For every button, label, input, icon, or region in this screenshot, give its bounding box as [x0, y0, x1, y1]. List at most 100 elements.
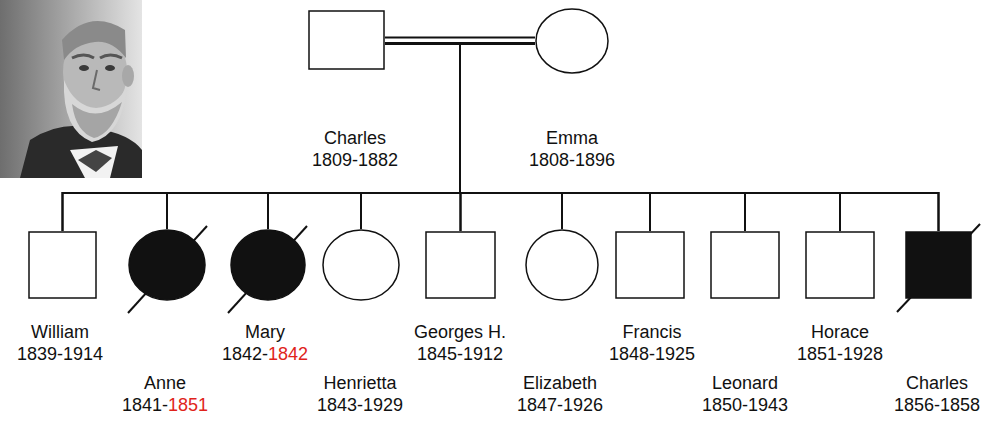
descent-line — [460, 44, 650, 232]
male-square: Horace1851-1928 — [805, 231, 875, 299]
shape-outline — [710, 231, 780, 299]
life-dates: 1851 — [168, 395, 208, 415]
deceased-slash — [128, 226, 207, 313]
male-square: Charles1856-1858 — [905, 231, 972, 299]
name-line: Anne — [122, 372, 208, 394]
life-dates: 1851-1928 — [797, 344, 883, 364]
life-dates: 1843-1929 — [317, 395, 403, 415]
dates-line: 1847-1926 — [517, 394, 603, 416]
dates-line: 1808-1896 — [529, 149, 615, 171]
person-label: Horace1851-1928 — [797, 321, 883, 365]
deceased-slash — [897, 224, 980, 312]
descent-line — [460, 44, 535, 232]
shape-outline — [805, 231, 875, 299]
life-dates: 1842 — [268, 344, 308, 364]
person-label: Anne1841-1851 — [122, 372, 208, 416]
male-square: Francis1848-1925 — [615, 231, 685, 299]
life-dates: 1842- — [222, 344, 268, 364]
person-name: Francis — [622, 322, 681, 342]
shape-outline — [425, 231, 496, 299]
dates-line: 1809-1882 — [312, 149, 398, 171]
descent-line — [460, 44, 745, 232]
dates-line: 1842-1842 — [222, 343, 308, 365]
person-label: Mary1842-1842 — [222, 321, 308, 365]
name-line: Charles — [312, 127, 398, 149]
unaffected-shape — [536, 9, 608, 73]
female-circle: Mary1842-1842 — [230, 229, 306, 301]
life-dates: 1847-1926 — [517, 395, 603, 415]
name-line: Emma — [529, 127, 615, 149]
person-name: Mary — [245, 322, 285, 342]
descent-line — [167, 44, 460, 230]
descent-line — [460, 44, 939, 232]
male-square: Leonard1850-1943 — [710, 231, 780, 299]
name-line: Francis — [609, 321, 695, 343]
life-dates: 1856-1858 — [894, 395, 980, 415]
person-name: Henrietta — [323, 373, 396, 393]
person-label: Georges H.1845-1912 — [414, 321, 506, 365]
descent-line — [460, 44, 840, 232]
shape-outline — [128, 229, 206, 301]
person-label: William1839-1914 — [17, 321, 103, 365]
unaffected-shape — [323, 230, 399, 300]
dates-line: 1841-1851 — [122, 394, 208, 416]
person-name: Anne — [144, 373, 186, 393]
person-name: Charles — [324, 128, 386, 148]
descent-line — [167, 44, 535, 230]
shape-outline — [525, 229, 599, 301]
descent-line — [385, 44, 939, 232]
shape-outline — [905, 231, 972, 299]
descent-line — [361, 44, 535, 230]
male-square: William1839-1914 — [28, 231, 97, 299]
person-name: William — [31, 322, 89, 342]
unaffected-shape — [309, 11, 384, 69]
dates-line: 1839-1914 — [17, 343, 103, 365]
name-line: Horace — [797, 321, 883, 343]
dates-line: 1850-1943 — [702, 394, 788, 416]
unaffected-shape — [711, 232, 779, 298]
person-label: Leonard1850-1943 — [702, 372, 788, 416]
person-name: Emma — [546, 128, 598, 148]
person-name: Charles — [906, 373, 968, 393]
unaffected-shape — [616, 232, 684, 298]
female-circle: Anne1841-1851 — [128, 229, 206, 301]
person-label: Charles1809-1882 — [312, 127, 398, 171]
name-line: Henrietta — [317, 372, 403, 394]
person-label: Charles1856-1858 — [894, 372, 980, 416]
name-line: Mary — [222, 321, 308, 343]
life-dates: 1839-1914 — [17, 344, 103, 364]
male-square: Georges H.1845-1912 — [425, 231, 496, 299]
person-name: Leonard — [712, 373, 778, 393]
life-dates: 1841- — [122, 395, 168, 415]
descent-line — [63, 44, 536, 232]
descent-line — [385, 44, 840, 232]
dates-line: 1845-1912 — [414, 343, 506, 365]
person-name: Elizabeth — [523, 373, 597, 393]
shape-outline — [535, 8, 609, 74]
affected-shape — [129, 230, 205, 300]
name-line: Georges H. — [414, 321, 506, 343]
life-dates: 1808-1896 — [529, 150, 615, 170]
deceased-slash — [228, 226, 307, 313]
shape-outline — [308, 10, 385, 70]
person-label: Elizabeth1847-1926 — [517, 372, 603, 416]
name-line: Elizabeth — [517, 372, 603, 394]
female-circle: Emma1808-1896 — [535, 8, 609, 74]
deceased-slashes — [128, 224, 980, 313]
life-dates: 1845-1912 — [417, 344, 503, 364]
unaffected-shape — [29, 232, 96, 298]
affected-shape — [231, 230, 305, 300]
name-line: Leonard — [702, 372, 788, 394]
descent-line — [268, 44, 460, 230]
female-circle: Elizabeth1847-1926 — [525, 229, 599, 301]
unaffected-shape — [806, 232, 874, 298]
person-name: Horace — [811, 322, 869, 342]
name-line: Charles — [894, 372, 980, 394]
life-dates: 1850-1943 — [702, 395, 788, 415]
shape-outline — [230, 229, 306, 301]
descent-line — [385, 44, 650, 232]
descent-line — [385, 44, 562, 230]
descent-line — [268, 44, 535, 230]
name-line: William — [17, 321, 103, 343]
